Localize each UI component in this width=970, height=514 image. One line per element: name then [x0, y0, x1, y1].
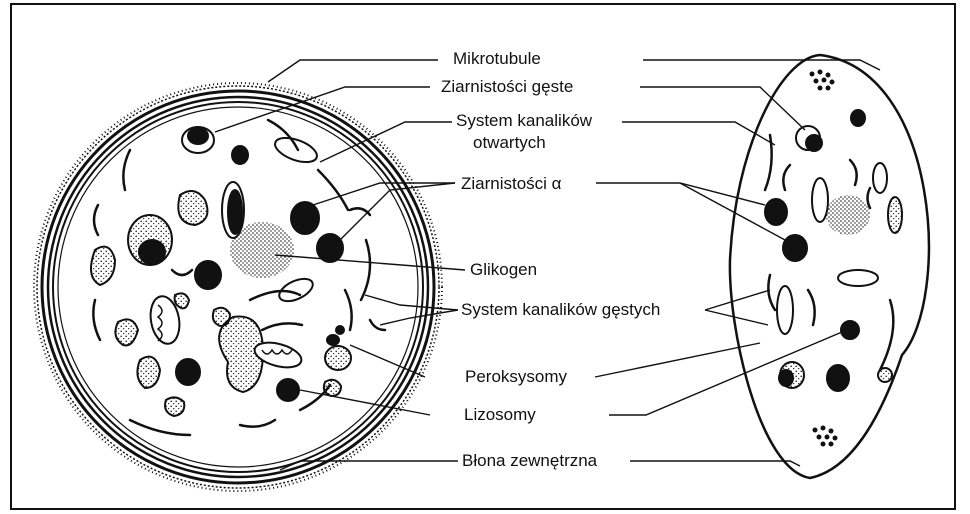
label-glikogen: Glikogen: [470, 260, 537, 280]
label-ziarnistosci-geste: Ziarnistości gęste: [441, 77, 573, 97]
label-blona-zewnetrzna: Błona zewnętrzna: [462, 451, 597, 471]
outer-membrane-longitudinal: [730, 55, 929, 478]
label-system-gestych: System kanalików gęstych: [461, 300, 660, 320]
label-system-otwartych-line1: System kanalików: [456, 111, 592, 131]
platelet-longitudinal-section: [730, 55, 929, 478]
glycogen-longitudinal: [826, 195, 870, 235]
label-lizosomy: Lizosomy: [464, 405, 536, 425]
label-peroksysomy: Peroksysomy: [465, 367, 567, 387]
label-ziarnistosci-alfa: Ziarnistości α: [461, 174, 562, 194]
platelet-cross-section: [34, 83, 442, 491]
label-system-otwartych-line2: otwartych: [473, 133, 546, 153]
label-mikrotubule: Mikrotubule: [453, 49, 541, 69]
